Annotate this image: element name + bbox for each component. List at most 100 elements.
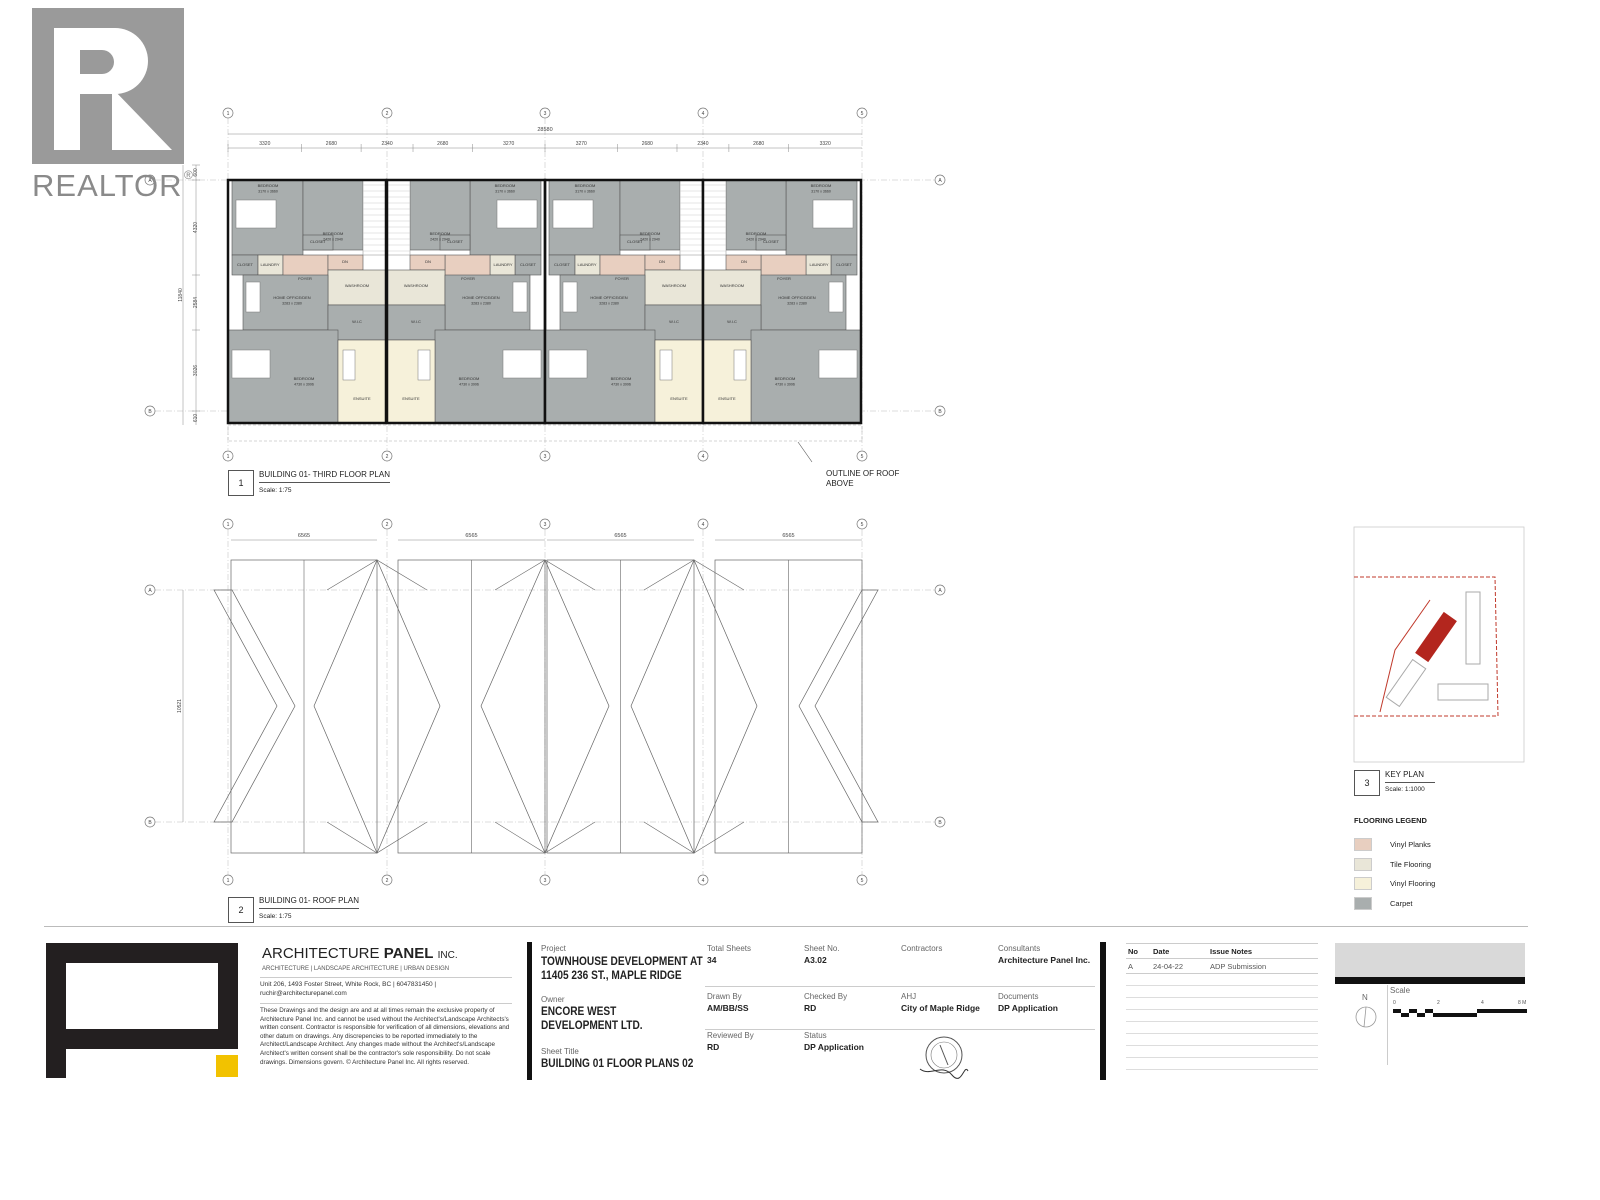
desk <box>828 281 844 313</box>
disclaimer: These Drawings and the design are and at… <box>260 1007 510 1066</box>
field-label: Contractors <box>901 944 943 953</box>
dimension-text: 3270 <box>576 141 587 147</box>
roof-edge <box>643 559 745 854</box>
unit-2 <box>385 178 547 425</box>
grid-bubble <box>144 405 156 417</box>
stair <box>386 179 411 256</box>
room-dims: 2420 x 2940 <box>323 238 343 242</box>
grid-number: 1 <box>227 522 230 528</box>
roof-outline-note: OUTLINE OF ROOF ABOVE <box>826 469 900 488</box>
room <box>302 234 334 251</box>
roof-hip <box>798 589 879 823</box>
room <box>644 269 704 306</box>
issue-blank-row <box>1126 974 1318 986</box>
room-dims: 4730 x 3996 <box>294 383 314 387</box>
field-label: Drawn By <box>707 992 742 1001</box>
room-dims: 2420 x 2940 <box>746 238 766 242</box>
room-name: BEDROOM <box>640 231 661 236</box>
issues-header-date: Date <box>1153 947 1170 956</box>
room-name: W.I.C <box>352 319 362 324</box>
room-dims: 3283 x 2380 <box>599 302 619 306</box>
leader-line <box>797 441 813 463</box>
grid-number: 3 <box>544 454 547 460</box>
legend-label: Tile Flooring <box>1390 859 1431 869</box>
room-name: BEDROOM <box>258 183 279 188</box>
room-name: CLOSET <box>310 239 327 244</box>
room-dims: 3283 x 2380 <box>282 302 302 306</box>
grid-number: 1 <box>227 111 230 117</box>
room-name: LAUNDRY <box>260 262 279 267</box>
grid-number: 2 <box>386 878 389 884</box>
bed <box>552 199 594 229</box>
room-name: LAUNDRY <box>493 262 512 267</box>
firm-address: Unit 206, 1493 Foster Street, White Rock… <box>260 981 437 988</box>
grid-number: 3 <box>544 878 547 884</box>
issues-divider <box>1100 942 1106 1080</box>
firm-name-bold: PANEL <box>383 945 434 962</box>
field-value: Architecture Panel Inc. <box>998 955 1091 965</box>
issue-blank-row <box>1126 998 1318 1010</box>
room-name: ENSUITE <box>670 396 688 401</box>
field-value: A3.02 <box>804 955 827 965</box>
dimension-text: 2680 <box>326 141 337 147</box>
field-label: Consultants <box>998 944 1041 953</box>
field-value: 34 <box>707 955 717 965</box>
legend-item: Vinyl Planks <box>1354 835 1504 855</box>
roof-edge <box>326 559 428 854</box>
room-name: ENSUITE <box>718 396 736 401</box>
registered-mark: ® <box>184 168 193 182</box>
room-name: DN <box>342 259 348 264</box>
room-dims: 3283 x 2380 <box>471 302 491 306</box>
dimension-text: 2340 <box>697 141 708 147</box>
room-name: LAUNDRY <box>577 262 596 267</box>
dimension-text: 2680 <box>437 141 448 147</box>
grid-bubble <box>856 450 868 462</box>
dimension-text: 2340 <box>381 141 392 147</box>
grid-bubble <box>697 450 709 462</box>
grid-number: 4 <box>702 111 705 117</box>
grid-number: 2 <box>386 522 389 528</box>
room-dims: 3170 x 3660 <box>495 190 515 194</box>
room-name: WASHROOM <box>720 283 744 288</box>
issue-blank-row <box>1126 1058 1318 1070</box>
room-name: CLOSET <box>763 239 780 244</box>
bathtub <box>733 349 747 381</box>
field-value: AM/BB/SS <box>707 1003 749 1013</box>
field-label: Checked By <box>804 992 848 1001</box>
legend-title: FLOORING LEGEND <box>1354 816 1427 825</box>
owner-label: Owner <box>541 995 565 1004</box>
scale-bar <box>1393 1009 1527 1017</box>
room-name: BEDROOM <box>746 231 767 236</box>
desk <box>512 281 528 313</box>
grid-letter: A <box>148 178 152 184</box>
grid-letter: B <box>938 409 942 415</box>
project-label: Project <box>541 944 566 953</box>
highlighted-building <box>1415 611 1457 663</box>
unit-1 <box>226 178 388 425</box>
dimension-text: 2680 <box>642 141 653 147</box>
room-dims: 3283 x 2380 <box>787 302 807 306</box>
room-name: DN <box>659 259 665 264</box>
title-block: ARCHITECTURE PANEL INC. ARCHITECTURE | L… <box>0 925 1600 1115</box>
room-name: WASHROOM <box>404 283 428 288</box>
room-name: BEDROOM <box>611 376 632 381</box>
room-name: W.I.C <box>669 319 679 324</box>
scale-tick: 2 <box>1437 1000 1440 1006</box>
grid-bubble <box>144 816 156 828</box>
overall-dimension: 28580 <box>537 127 552 133</box>
field-label: Status <box>804 1031 827 1040</box>
bathtub <box>659 349 673 381</box>
grid-letter: A <box>938 588 942 594</box>
grid-number: 3 <box>544 111 547 117</box>
grid-bubble <box>934 584 946 596</box>
building <box>1437 683 1489 701</box>
grid-letter: A <box>148 588 152 594</box>
bed <box>548 349 588 379</box>
issue-no: A <box>1128 962 1134 971</box>
grid-letter: A <box>938 178 942 184</box>
roof-dimension: 6565 <box>782 533 794 539</box>
grid-number: 5 <box>861 454 864 460</box>
bed <box>496 199 538 229</box>
dimension-text: 3270 <box>503 141 514 147</box>
